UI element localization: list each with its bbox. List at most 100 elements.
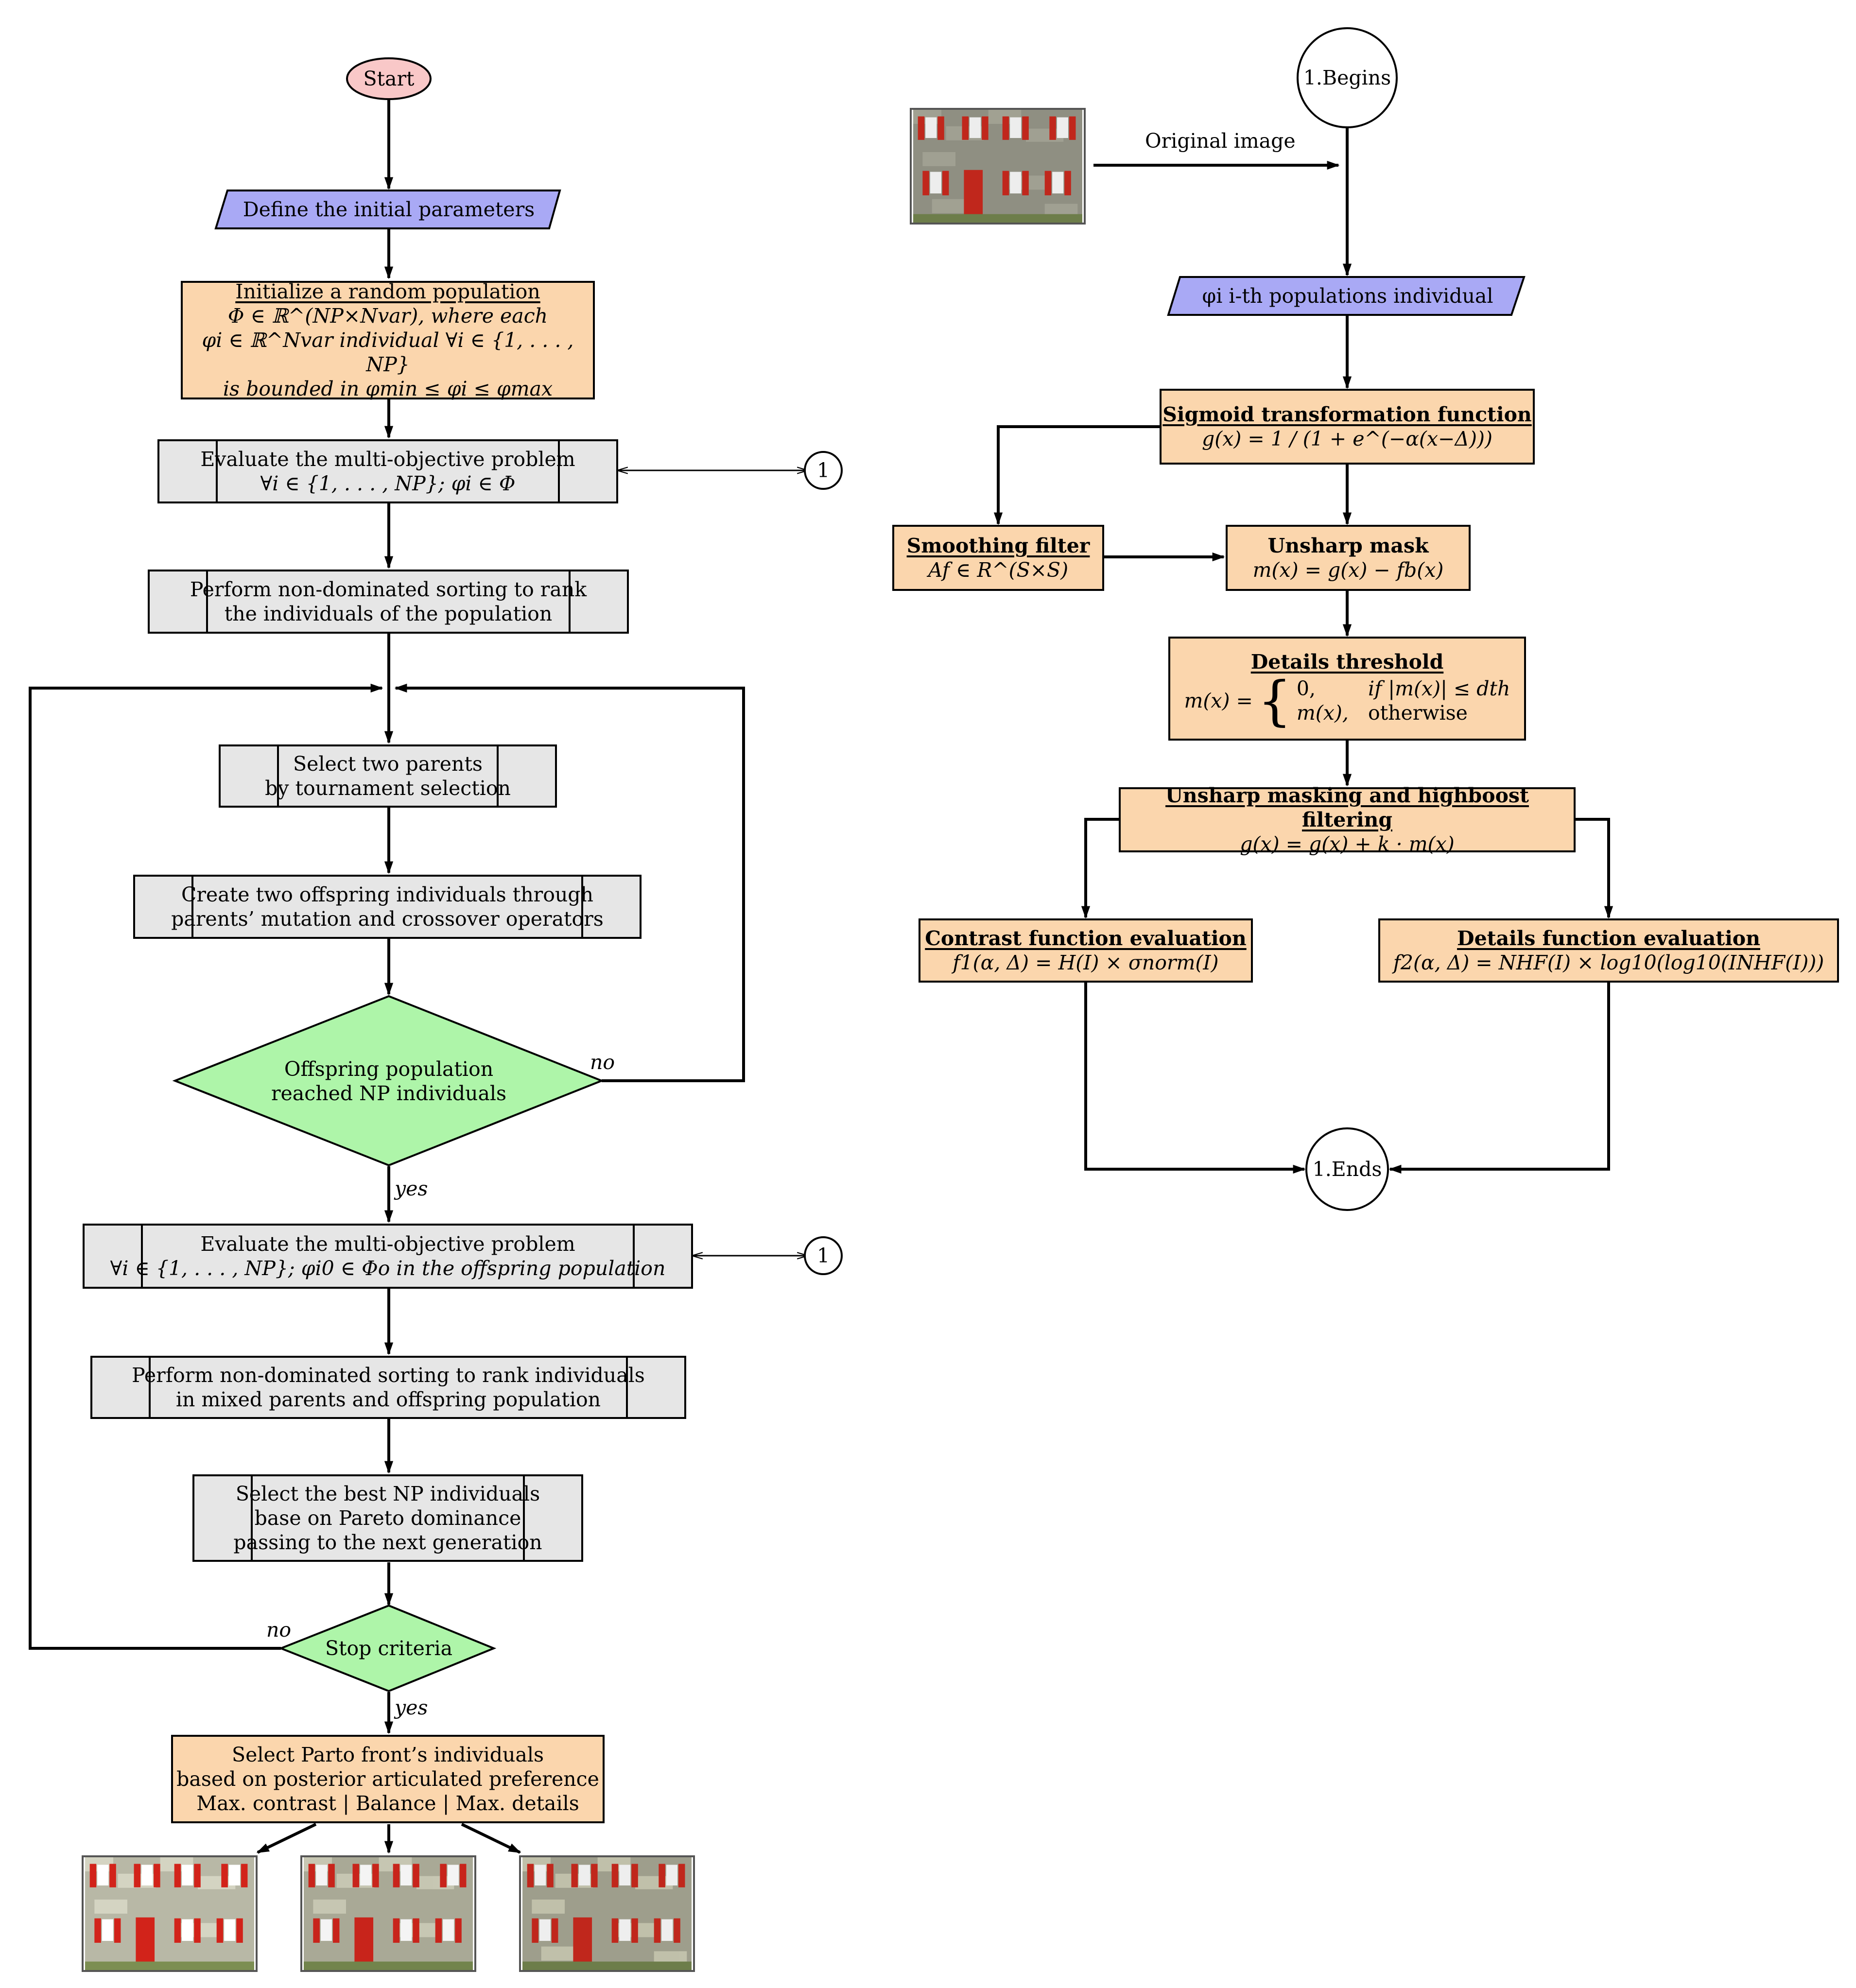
edge-stop-no-loop — [29, 683, 383, 1650]
stop-node — [278, 1604, 497, 1693]
smoothing-formula: Af ∈ R^(S×S) — [928, 558, 1069, 582]
decision-no-label: no — [590, 1051, 615, 1074]
sort2-box: Perform non-dominated sorting to rank in… — [90, 1356, 686, 1419]
final-selection-box: Select Parto front’s individuals based o… — [171, 1735, 605, 1823]
highboost-box: Unsharp masking and highboost filtering … — [1119, 784, 1576, 856]
edge-final-img3 — [461, 1823, 521, 1854]
edge-contrast-ends — [1084, 982, 1306, 1174]
offspring-line2: parents’ mutation and crossover operator… — [171, 907, 604, 931]
select-best-line2: base on Pareto dominance — [254, 1506, 521, 1530]
select-best-line1: Select the best NP individuals — [235, 1482, 540, 1505]
stop-yes-label: yes — [395, 1696, 428, 1719]
evaluate2-right-bar — [633, 1226, 664, 1287]
edge-details-ends — [1388, 982, 1610, 1174]
evaluate1-left-bar — [187, 441, 218, 501]
offspring-left-bar — [162, 877, 193, 937]
evaluate1-line1: Evaluate the multi-objective problem — [200, 447, 575, 471]
edge-decision-no-loop — [394, 683, 745, 1082]
evaluate2-line2: ∀i ∈ {1, . . . , NP}; φi0 ∈ Φo in the of… — [110, 1257, 666, 1280]
offspring-line1: Create two offspring individuals through — [181, 882, 593, 906]
evaluate2-left-bar — [112, 1226, 143, 1287]
define-node — [214, 190, 561, 229]
contrast-formula: f1(α, Δ) = H(I) × σnorm(I) — [953, 951, 1219, 974]
select-parents-line1: Select two parents — [293, 752, 483, 776]
contrast-eval-box: Contrast function evaluation f1(α, Δ) = … — [919, 918, 1253, 983]
decision-line1: Offspring population — [284, 1057, 494, 1081]
select-best-left-bar — [222, 1476, 253, 1560]
edge-highboost-details — [1576, 818, 1613, 919]
select-parents-box: Select two parents by tournament selecti… — [219, 744, 557, 808]
sort2-line1: Perform non-dominated sorting to rank in… — [132, 1363, 645, 1387]
final-line3: Max. contrast | Balance | Max. details — [196, 1792, 579, 1815]
evaluate1-right-bar — [558, 441, 589, 501]
sort2-right-bar — [626, 1358, 657, 1417]
individual-label: φi i-th populations individual — [1202, 284, 1493, 308]
unsharp-title: Unsharp mask — [1267, 534, 1429, 557]
highboost-formula: g(x) = g(x) + k · m(x) — [1240, 832, 1455, 856]
sort1-box: Perform non-dominated sorting to rank th… — [148, 570, 629, 634]
stop-label: Stop criteria — [325, 1636, 453, 1660]
edge-final-img1 — [256, 1823, 317, 1854]
evaluate1-line2: ∀i ∈ {1, . . . , NP}; φi ∈ Φ — [260, 472, 516, 495]
edge-highboost-contrast — [1081, 818, 1119, 919]
house-photo-icon — [304, 1857, 473, 1970]
decision-line2: reached NP individuals — [271, 1082, 507, 1105]
start-node — [346, 57, 432, 100]
evaluate2-line1: Evaluate the multi-objective problem — [200, 1232, 575, 1256]
decision-yes-label: yes — [395, 1177, 428, 1200]
final-line1: Select Parto front’s individuals — [231, 1743, 544, 1766]
sort2-left-bar — [120, 1358, 151, 1417]
decision-node — [172, 995, 605, 1167]
house-photo-icon — [85, 1857, 254, 1970]
case1-val: 0, — [1296, 676, 1316, 700]
threshold-grid: 0, if |m(x)| ≤ dth m(x), otherwise — [1297, 676, 1510, 725]
select-parents-left-bar — [248, 746, 279, 806]
define-label: Define the initial parameters — [243, 197, 535, 221]
select-best-box: Select the best NP individuals base on P… — [192, 1474, 583, 1562]
threshold-title: Details threshold — [1250, 650, 1444, 674]
sort1-left-bar — [177, 571, 208, 632]
sort2-line2: in mixed parents and offspring populatio… — [175, 1388, 601, 1411]
threshold-lhs: m(x) = — [1184, 689, 1253, 712]
details-title: Details function evaluation — [1457, 926, 1760, 950]
evaluate2-box: Evaluate the multi-objective problem ∀i … — [83, 1224, 693, 1289]
smoothing-title: Smoothing filter — [906, 534, 1090, 557]
highboost-title: Unsharp masking and highboost filtering — [1165, 783, 1529, 831]
decision-label: Offspring population reached NP individu… — [233, 1050, 544, 1113]
house-photo-icon — [913, 110, 1082, 223]
result-photo-max-contrast — [82, 1855, 258, 1972]
offspring-box: Create two offspring individuals through… — [133, 875, 642, 939]
details-threshold-box: Details threshold m(x) = { 0, if |m(x)| … — [1168, 637, 1526, 741]
contrast-title: Contrast function evaluation — [925, 926, 1247, 950]
offspring-right-bar — [581, 877, 612, 937]
select-best-line3: passing to the next generation — [233, 1531, 542, 1554]
individual-node — [1167, 276, 1526, 316]
edge-sigmoid-smoothing — [993, 425, 1160, 525]
sigmoid-title: Sigmoid transformation function — [1162, 402, 1532, 426]
result-photo-max-details — [519, 1855, 695, 1972]
connector-1-top-label: 1 — [816, 458, 830, 482]
threshold-cases: m(x) = { 0, if |m(x)| ≤ dth m(x), otherw… — [1184, 674, 1510, 727]
connector-1-bottom — [804, 1236, 843, 1275]
case2-cond: otherwise — [1368, 701, 1468, 725]
smoothing-box: Smoothing filter Af ∈ R^(S×S) — [892, 525, 1104, 591]
unsharp-formula: m(x) = g(x) − fb(x) — [1252, 558, 1444, 582]
details-formula: f2(α, Δ) = NHF(I) × log10(log10(INHF(I))… — [1393, 951, 1824, 974]
sort1-right-bar — [569, 571, 600, 632]
init-title: Initialize a random population — [235, 279, 540, 303]
select-parents-right-bar — [497, 746, 528, 806]
original-house-photo — [910, 108, 1086, 225]
sigmoid-box: Sigmoid transformation function g(x) = 1… — [1160, 389, 1535, 465]
init-line4: is bounded in φmin ≤ φi ≤ φmax — [223, 377, 553, 401]
unsharp-mask-box: Unsharp mask m(x) = g(x) − fb(x) — [1226, 525, 1471, 591]
connector-1-top — [804, 451, 843, 490]
begins-label: 1.Begins — [1303, 66, 1391, 89]
final-line2: based on posterior articulated preferenc… — [176, 1767, 599, 1791]
result-photo-balance — [300, 1855, 476, 1972]
ends-label: 1.Ends — [1312, 1157, 1382, 1181]
init-line2: Φ ∈ ℝ^(NP×Nvar), where each — [227, 304, 548, 328]
evaluate1-box: Evaluate the multi-objective problem ∀i … — [157, 439, 618, 503]
case1-cond: if |m(x)| ≤ dth — [1368, 676, 1510, 700]
